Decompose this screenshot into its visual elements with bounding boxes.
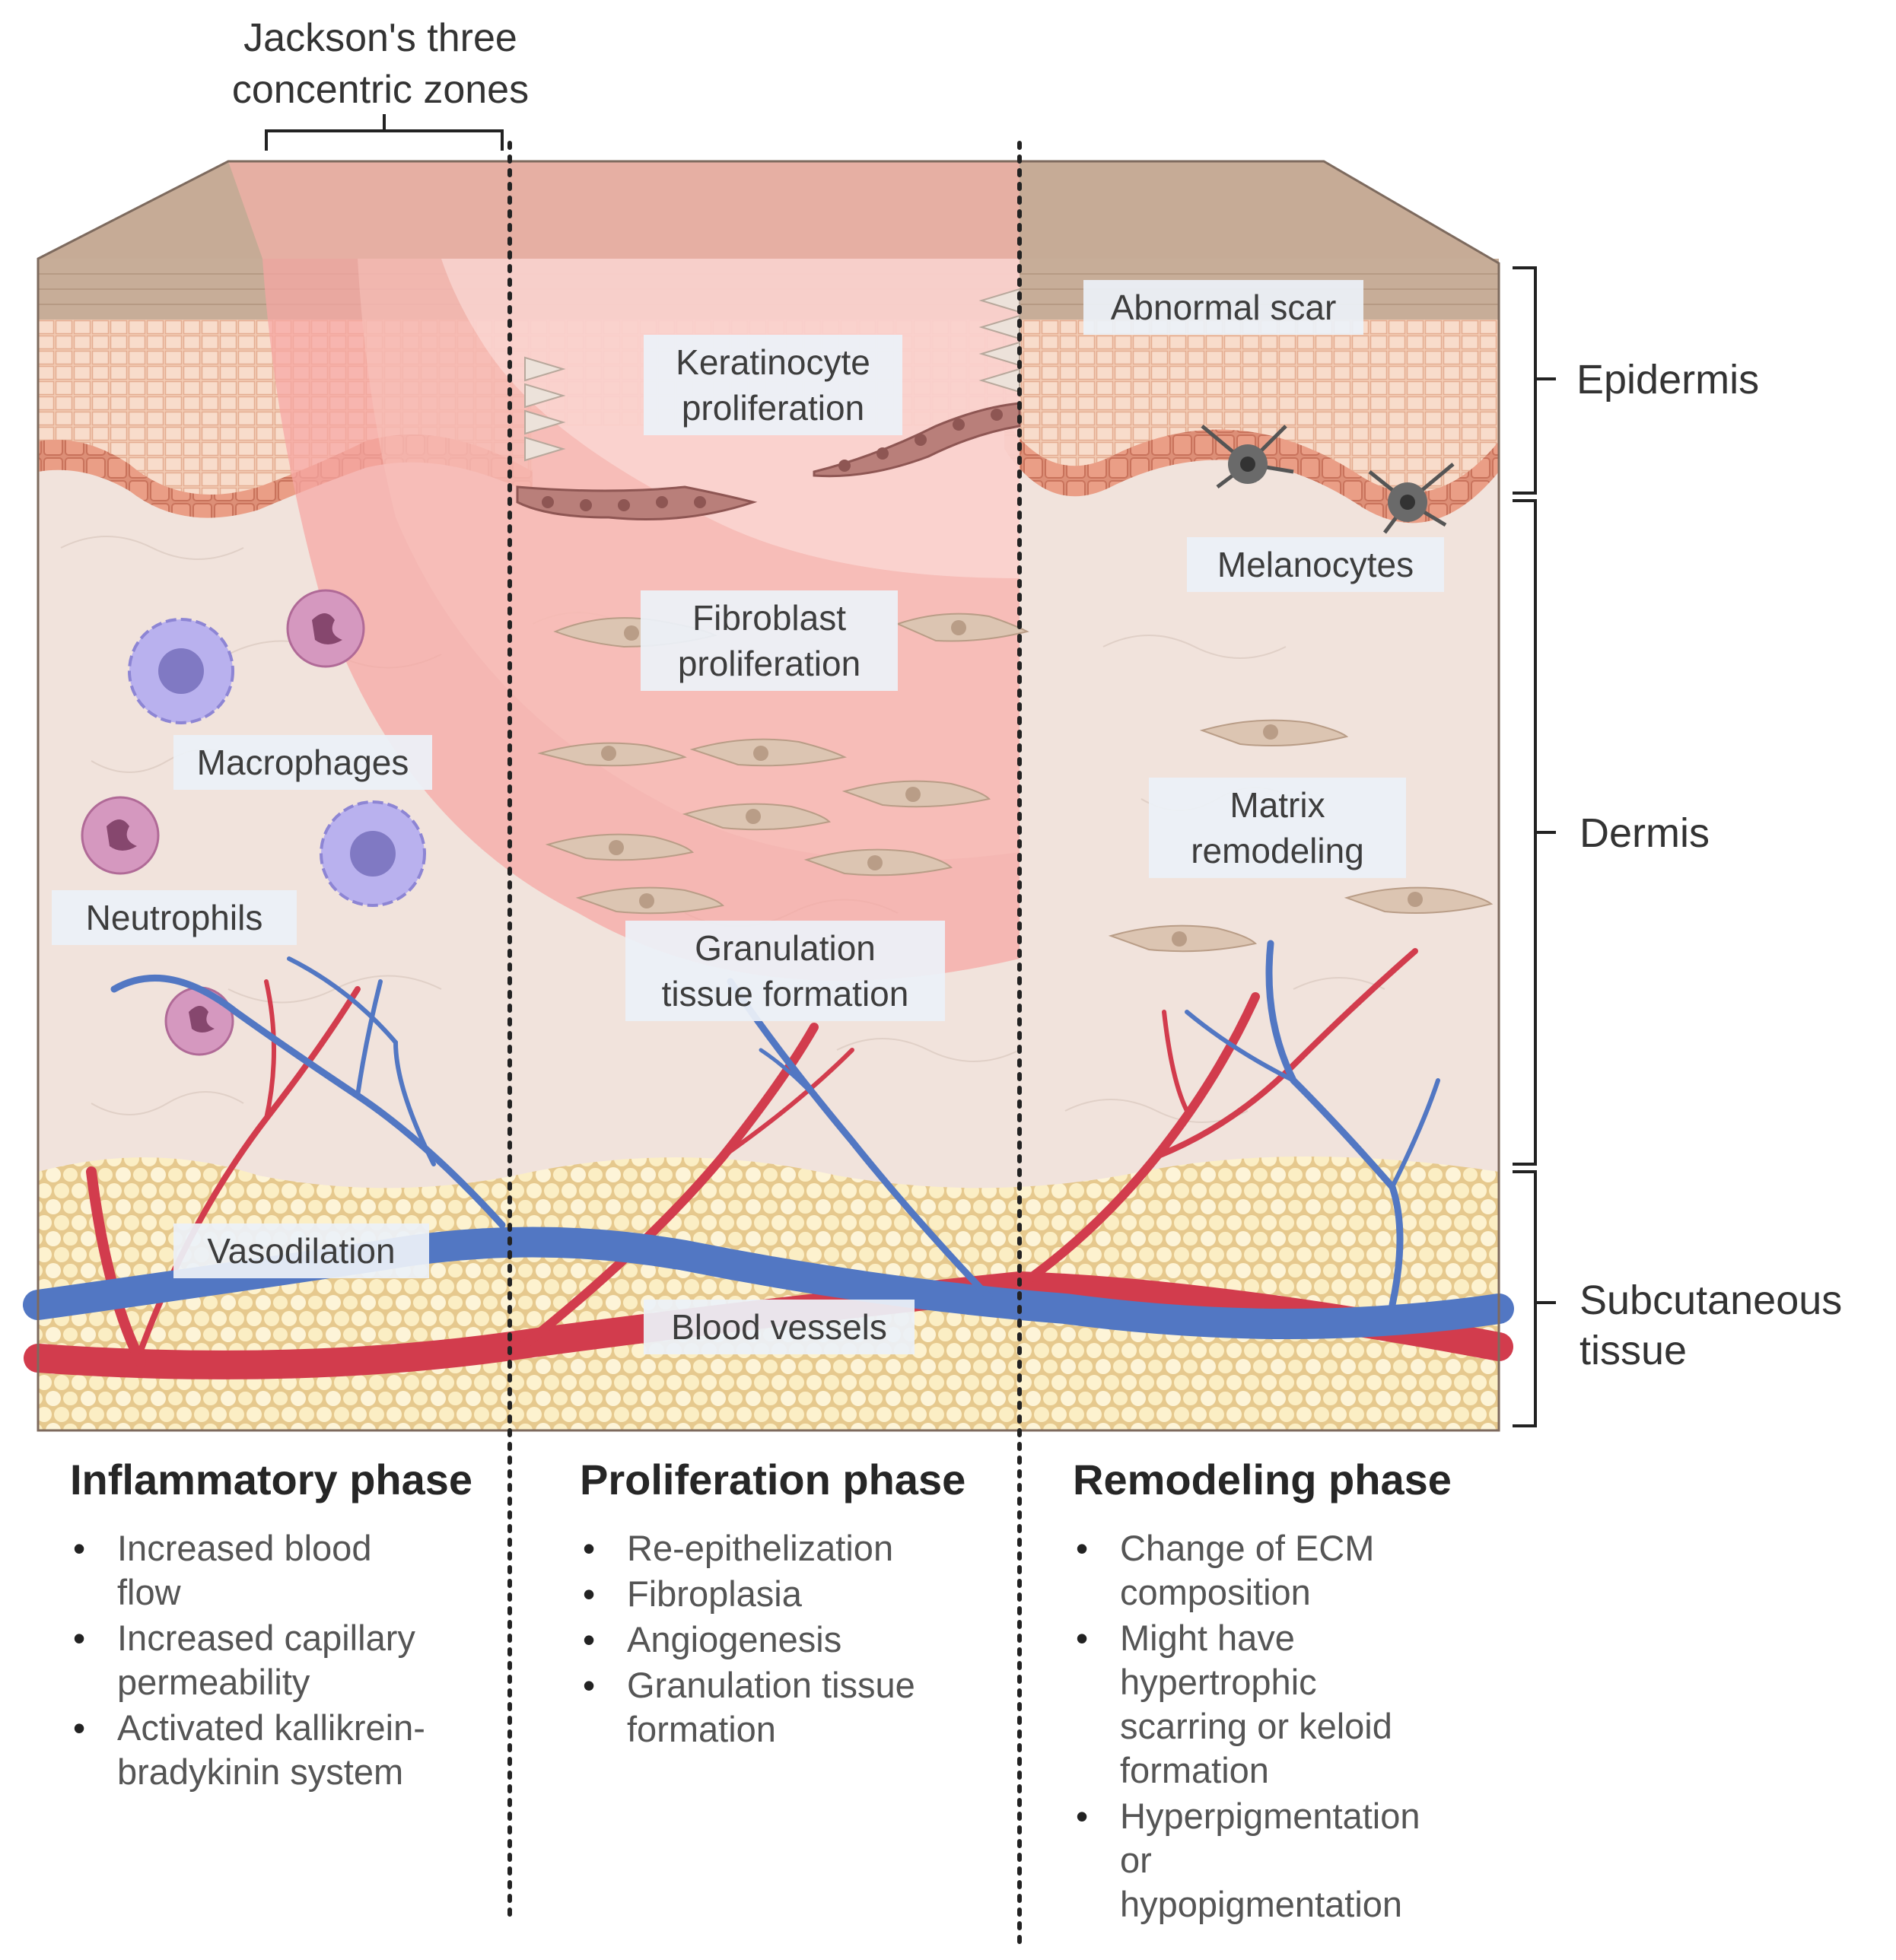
subcutaneous-label: Subcutaneous tissue bbox=[1579, 1278, 1843, 1373]
list-item: Hyperpigmentation or hypopigmentation bbox=[1076, 1794, 1499, 1927]
dermis-label: Dermis bbox=[1579, 810, 1710, 856]
melanocytes-label: Melanocytes bbox=[1187, 537, 1444, 592]
basal-layer-right bbox=[1004, 418, 1499, 523]
remodeling-phase: Remodeling phase Change of ECM compositi… bbox=[1073, 1453, 1499, 1928]
list-item: Re-epithelization bbox=[583, 1526, 1006, 1570]
phase-list: Increased blood flow Increased capillary… bbox=[70, 1526, 496, 1794]
neutrophil-cells bbox=[81, 589, 365, 1056]
macrophages-label: Macrophages bbox=[173, 735, 432, 790]
list-item: Increased blood flow bbox=[73, 1526, 496, 1615]
keratinocyte-label: Keratinocyte proliferation bbox=[644, 335, 902, 435]
abnormal-scar-label: Abnormal scar bbox=[1083, 280, 1363, 335]
epidermis-label: Epidermis bbox=[1576, 357, 1760, 402]
macrophage-cells bbox=[128, 618, 426, 907]
jackson-bracket bbox=[265, 114, 504, 151]
phase-dividers bbox=[507, 141, 1022, 1950]
list-item: Might have hypertrophic scarring or kelo… bbox=[1076, 1616, 1499, 1793]
subcutaneous-fat bbox=[38, 1157, 1499, 1430]
list-item: Change of ECM composition bbox=[1076, 1526, 1499, 1615]
granulation-label: Granulation tissue formation bbox=[625, 921, 945, 1021]
list-item: Angiogenesis bbox=[583, 1618, 1006, 1662]
jackson-zones-label: Jackson's three concentric zones bbox=[231, 16, 530, 112]
block-outline bbox=[37, 160, 1500, 1432]
matrix-label: Matrix remodeling bbox=[1149, 778, 1406, 878]
fibroblast-nuclei bbox=[601, 620, 1423, 947]
list-item: Fibroplasia bbox=[583, 1572, 1006, 1616]
melanocyte-cells bbox=[1201, 425, 1455, 534]
phase-title: Remodeling phase bbox=[1073, 1456, 1452, 1503]
proliferation-phase: Proliferation phase Re-epithelization Fi… bbox=[580, 1453, 1006, 1753]
list-item: Increased capillary permeability bbox=[73, 1616, 496, 1704]
fibroblast-label: Fibroblast proliferation bbox=[641, 590, 898, 691]
phase-title: Proliferation phase bbox=[580, 1456, 966, 1503]
neutrophils-label: Neutrophils bbox=[52, 890, 297, 945]
phase-list: Re-epithelization Fibroplasia Angiogenes… bbox=[580, 1526, 1006, 1752]
inflammatory-phase: Inflammatory phase Increased blood flow … bbox=[70, 1453, 496, 1796]
list-item: Activated kallikrein- bradykinin system bbox=[73, 1706, 496, 1794]
layer-brackets bbox=[1513, 266, 1556, 1427]
phase-list: Change of ECM composition Might have hyp… bbox=[1073, 1526, 1499, 1927]
vasodilation-label: Vasodilation bbox=[173, 1223, 429, 1278]
migrating-keratinocytes bbox=[516, 288, 1021, 520]
blood-vessels-label: Blood vessels bbox=[644, 1300, 915, 1354]
list-item: Granulation tissue formation bbox=[583, 1663, 1006, 1752]
phase-title: Inflammatory phase bbox=[70, 1456, 473, 1503]
wound-zone-top bbox=[228, 161, 1020, 259]
